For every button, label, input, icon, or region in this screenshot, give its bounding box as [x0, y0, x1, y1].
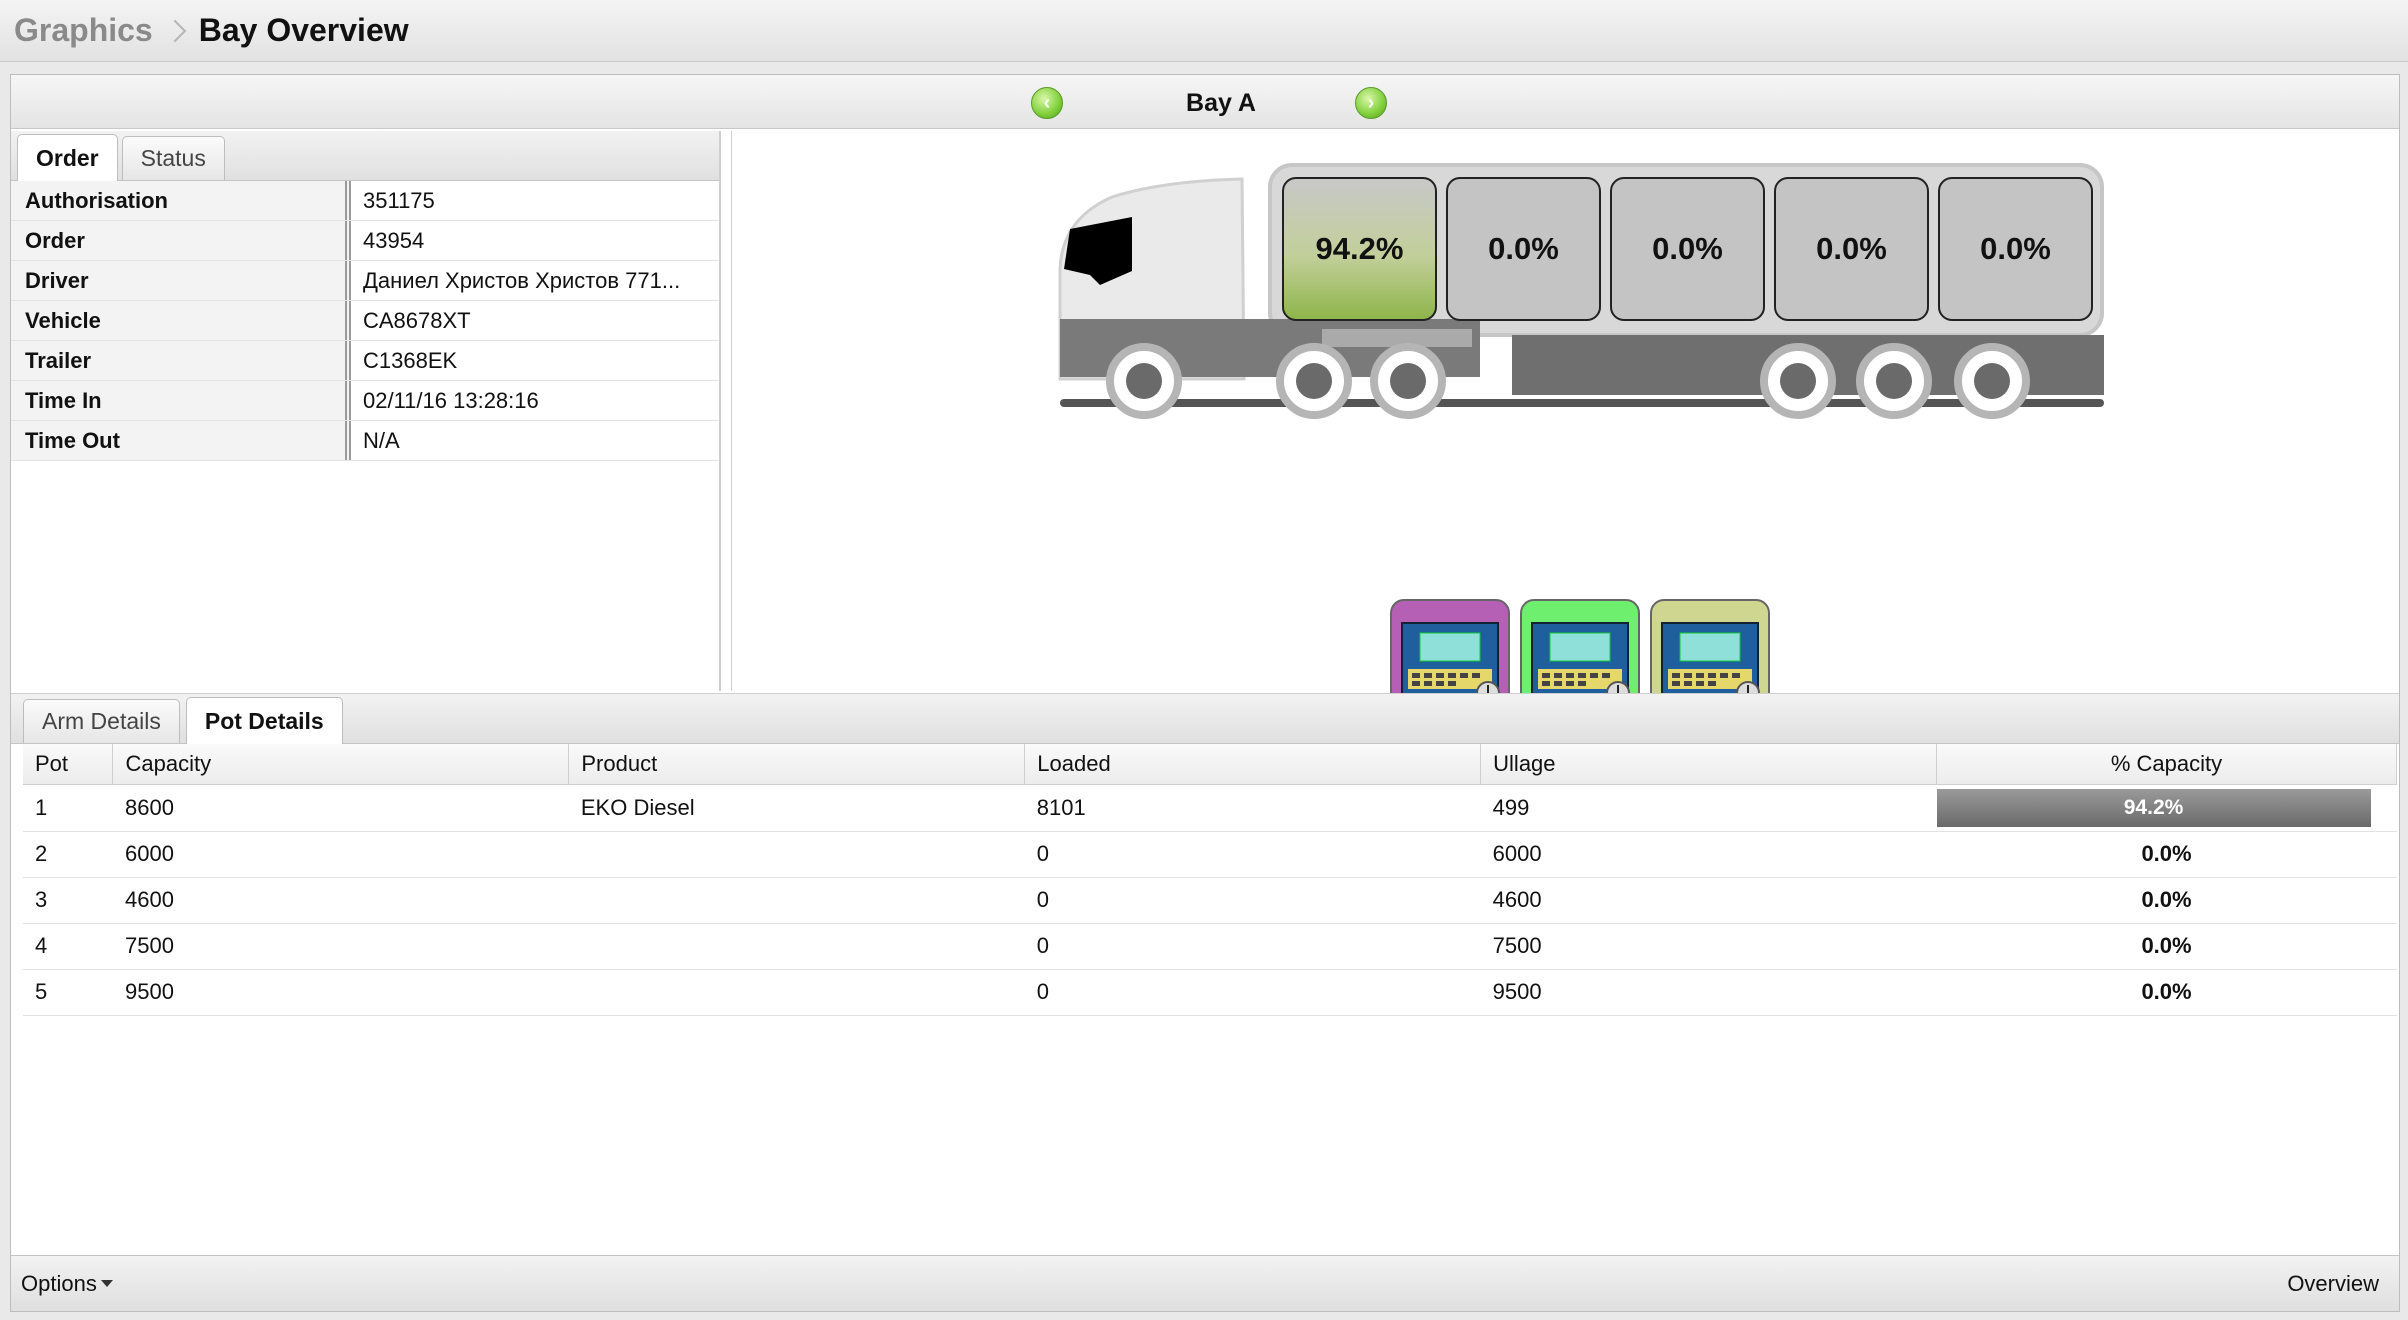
info-row-time-in: Time In 02/11/16 13:28:16	[11, 381, 719, 421]
bay-title: Bay A	[1186, 89, 1256, 117]
cell-product	[568, 831, 1025, 878]
detail-tabs: Arm Details Pot Details	[11, 694, 2399, 744]
footer-toolbar: Options Overview	[11, 1255, 2399, 1311]
cell-product	[568, 877, 1025, 924]
column-header-pot[interactable]: Pot	[23, 744, 114, 785]
cell-pot: 5	[23, 969, 113, 1016]
info-value: 02/11/16 13:28:16	[363, 387, 539, 413]
info-row-authorisation: Authorisation 351175	[11, 181, 719, 221]
tank-compartment-5[interactable]: 0.0%	[1938, 177, 2093, 321]
cell-loaded: 0	[1024, 923, 1481, 970]
column-header-capacity[interactable]: Capacity	[112, 744, 570, 785]
cell-capacity: 4600	[112, 877, 569, 924]
cell-ullage: 9500	[1480, 969, 1937, 1016]
loading-arm-terminal-icon	[1398, 615, 1502, 705]
tab-order[interactable]: Order	[17, 134, 118, 181]
info-label: Vehicle	[11, 301, 351, 340]
cell-loaded: 0	[1024, 877, 1481, 924]
info-value: 351175	[363, 187, 435, 213]
cell-pot: 4	[23, 923, 113, 970]
cell-ullage: 499	[1480, 784, 1937, 832]
details-panel: Arm Details Pot Details Pot Capacity Pro…	[11, 693, 2399, 1253]
info-label: Trailer	[11, 341, 351, 380]
tab-arm-details[interactable]: Arm Details	[23, 699, 180, 743]
cell-pct-capacity: 0.0%	[1936, 831, 2397, 878]
column-header-ullage[interactable]: Ullage	[1480, 744, 1938, 785]
cell-pct-capacity: 94.2%	[1936, 784, 2397, 832]
breadcrumb: Graphics Bay Overview	[0, 0, 2408, 62]
cell-capacity: 7500	[112, 923, 569, 970]
info-value: N/A	[363, 427, 400, 453]
capacity-progress-bar: 94.2%	[1936, 788, 2371, 827]
loading-arm-terminal-icon	[1658, 615, 1762, 705]
bay-graphic-panel: 94.2% 0.0% 0.0% 0.0% 0.0%	[731, 131, 2399, 721]
bay-overview-frame: ‹ Bay A › Order Status Authorisation 351…	[10, 74, 2400, 1312]
cell-pot: 2	[23, 831, 113, 878]
tank-compartment-1[interactable]: 94.2%	[1282, 177, 1437, 321]
cell-product: EKO Diesel	[568, 784, 1025, 832]
cell-capacity: 9500	[112, 969, 569, 1016]
info-label: Authorisation	[11, 181, 351, 220]
info-value: CA8678XT	[363, 307, 471, 333]
column-header-loaded[interactable]: Loaded	[1024, 744, 1482, 785]
info-row-time-out: Time Out N/A	[11, 421, 719, 461]
caret-down-icon	[100, 1280, 113, 1287]
info-row-trailer: Trailer C1368EK	[11, 341, 719, 381]
table-row[interactable]: 1 8600 EKO Diesel 8101 499 94.2%	[23, 784, 2397, 832]
table-header-row: Pot Capacity Product Loaded Ullage % Cap…	[23, 744, 2397, 785]
cell-capacity: 6000	[112, 831, 569, 878]
cell-product	[568, 923, 1025, 970]
tab-pot-details[interactable]: Pot Details	[185, 697, 343, 744]
column-header-product[interactable]: Product	[568, 744, 1026, 785]
arrow-right-icon[interactable]: ›	[1355, 87, 1387, 119]
bay-navigation: ‹ Bay A ›	[11, 75, 2399, 129]
tank-compartment-4[interactable]: 0.0%	[1774, 177, 1929, 321]
overview-link[interactable]: Overview	[2287, 1270, 2379, 1296]
table-row[interactable]: 3 4600 0 4600 0.0%	[23, 877, 2397, 924]
tab-status[interactable]: Status	[121, 136, 225, 180]
page-title: Bay Overview	[198, 12, 409, 48]
options-label: Options	[21, 1270, 97, 1296]
info-value: 43954	[363, 227, 425, 253]
info-label: Order	[11, 221, 351, 260]
cell-pct-capacity: 0.0%	[1936, 877, 2397, 924]
arrow-left-icon[interactable]: ‹	[1031, 87, 1063, 119]
cell-pct-capacity: 0.0%	[1936, 923, 2397, 970]
info-tabs: Order Status	[11, 131, 719, 181]
info-row-order: Order 43954	[11, 221, 719, 261]
cell-ullage: 4600	[1480, 877, 1937, 924]
cell-product	[568, 969, 1025, 1016]
column-header-pct-capacity[interactable]: % Capacity	[1936, 744, 2397, 785]
cell-loaded: 8101	[1024, 784, 1481, 832]
tank-compartment-2[interactable]: 0.0%	[1446, 177, 1601, 321]
info-row-vehicle: Vehicle CA8678XT	[11, 301, 719, 341]
cell-pct-capacity: 0.0%	[1936, 969, 2397, 1016]
cell-capacity: 8600	[112, 784, 569, 832]
tank-compartment-3[interactable]: 0.0%	[1610, 177, 1765, 321]
order-info-panel: Order Status Authorisation 351175 Order …	[11, 131, 721, 691]
chevron-right-icon	[163, 19, 187, 42]
breadcrumb-root[interactable]: Graphics	[14, 12, 153, 48]
cell-loaded: 0	[1024, 831, 1481, 878]
cell-pot: 1	[23, 784, 113, 832]
options-menu-button[interactable]: Options	[21, 1271, 113, 1297]
table-row[interactable]: 5 9500 0 9500 0.0%	[23, 969, 2397, 1016]
info-value: Даниел Христов Христов 771...	[363, 267, 681, 293]
cell-ullage: 6000	[1480, 831, 1937, 878]
info-label: Time In	[11, 381, 351, 420]
cell-pot: 3	[23, 877, 113, 924]
info-row-driver: Driver Даниел Христов Христов 771...	[11, 261, 719, 301]
info-label: Driver	[11, 261, 351, 300]
info-label: Time Out	[11, 421, 351, 460]
table-row[interactable]: 2 6000 0 6000 0.0%	[23, 831, 2397, 878]
pot-details-table: Pot Capacity Product Loaded Ullage % Cap…	[23, 744, 2397, 1016]
loading-arm-terminal-icon	[1528, 615, 1632, 705]
info-value: C1368EK	[363, 347, 458, 373]
table-row[interactable]: 4 7500 0 7500 0.0%	[23, 923, 2397, 970]
cell-ullage: 7500	[1480, 923, 1937, 970]
cell-loaded: 0	[1024, 969, 1481, 1016]
